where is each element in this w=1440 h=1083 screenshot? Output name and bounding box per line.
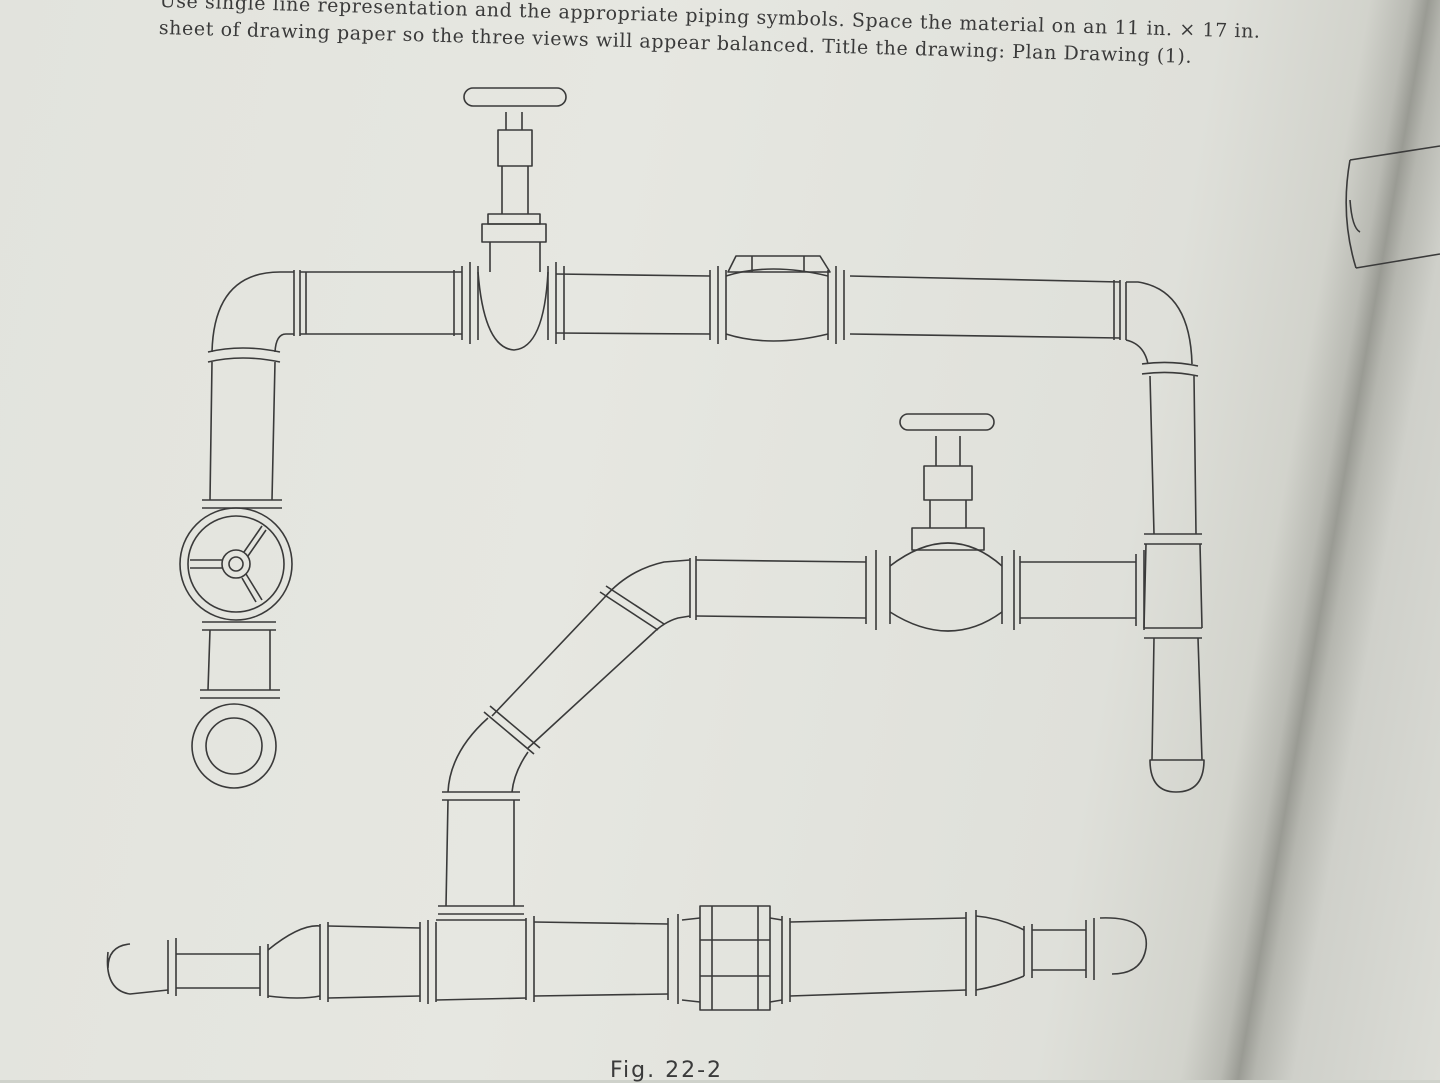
middle-run xyxy=(690,550,1144,630)
adjacent-page-pipe xyxy=(1346,146,1440,268)
right-vertical-run xyxy=(1144,376,1204,792)
globe-valve-middle xyxy=(866,414,1020,631)
union-top xyxy=(710,256,844,344)
figure-caption: Fig. 22-2 xyxy=(610,1058,724,1083)
elbow-top-left xyxy=(208,272,294,362)
elbow-top-right xyxy=(1126,282,1198,376)
bottom-run xyxy=(107,906,1146,1010)
diagonal-run xyxy=(448,560,690,792)
left-vertical-run xyxy=(180,362,292,788)
lower-connector xyxy=(438,792,524,914)
gate-valve-top xyxy=(454,88,566,350)
upper-run-pipes xyxy=(294,270,1126,340)
